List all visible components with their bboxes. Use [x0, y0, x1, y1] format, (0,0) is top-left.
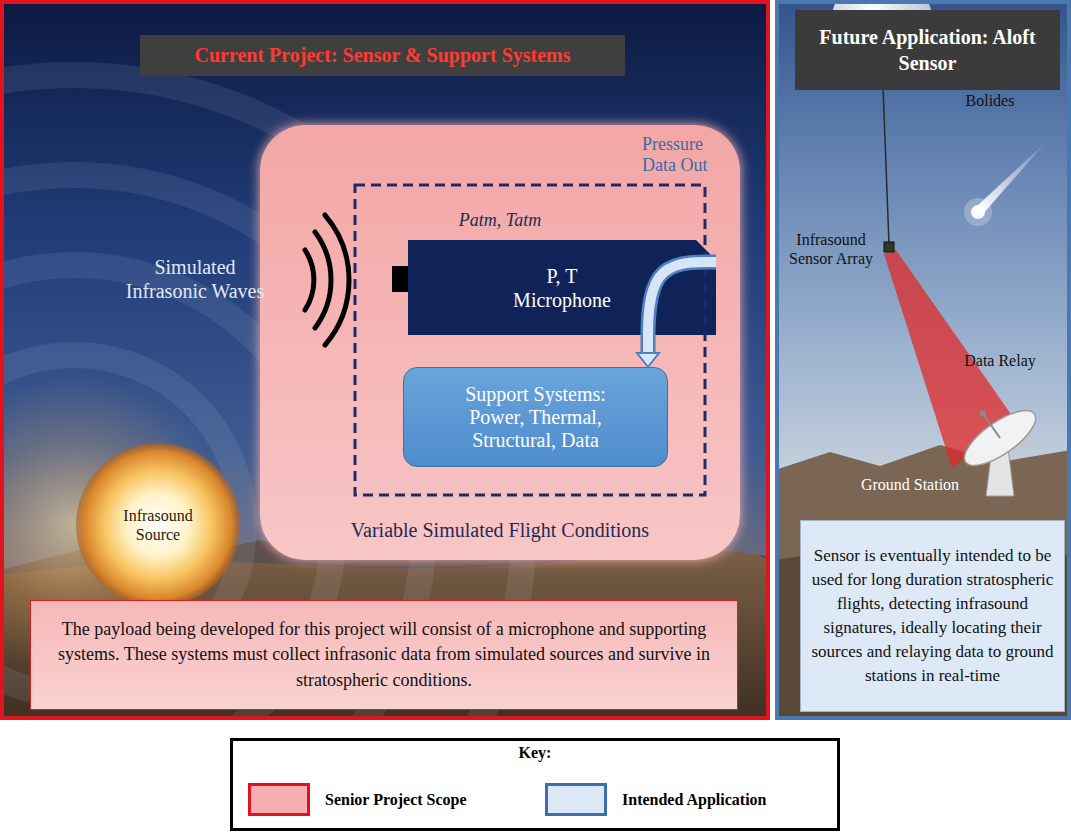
sensor-array	[884, 242, 894, 252]
support-systems-box: Support Systems: Power, Thermal, Structu…	[403, 367, 668, 467]
legend-row: Senior Project Scope	[248, 783, 467, 816]
wave-label: Simulated Infrasonic Waves	[112, 255, 278, 303]
source-label: Infrasound Source	[113, 506, 203, 544]
sensor-parameter: Patm, Tatm	[440, 210, 560, 231]
box-label: P, T Microphone	[506, 264, 618, 312]
chamber-caption: Variable Simulated Flight Conditions	[260, 519, 740, 542]
box-label: Support Systems: Power, Thermal, Structu…	[448, 383, 623, 452]
legend-swatch	[248, 783, 310, 816]
legend-label: Senior Project Scope	[325, 791, 467, 809]
figure-label: Bolides	[945, 92, 1035, 110]
infrasound-source: Infrasound Source	[4, 440, 312, 610]
figure-label: Ground Station	[850, 476, 970, 494]
figure-label: Data Relay	[955, 352, 1045, 370]
description-box: Sensor is eventually intended to be used…	[800, 520, 1065, 712]
day-sky	[775, 0, 1071, 720]
description-text: The payload being developed for this pro…	[43, 617, 725, 693]
legend-swatch	[545, 783, 607, 816]
microphone-body	[408, 240, 716, 335]
speaker-port	[392, 266, 408, 292]
figure-label: Infrasound Sensor Array	[786, 230, 876, 268]
legend-row: Intended Application	[545, 783, 766, 816]
microphone-box: P, T Microphone	[408, 240, 716, 335]
legend-label: Intended Application	[622, 791, 766, 809]
description-box: The payload being developed for this pro…	[30, 600, 738, 710]
panel-heading: Current Project: Sensor & Support System…	[140, 35, 625, 76]
legend-title: Key:	[230, 744, 840, 762]
bolide-glow	[964, 198, 992, 226]
source-sphere	[4, 440, 312, 610]
description-text: Sensor is eventually intended to be used…	[807, 544, 1058, 689]
satellite-dish	[947, 387, 1044, 475]
edge-label: Pressure Data Out	[642, 134, 737, 175]
panel-heading: Future Application: Aloft Sensor	[795, 10, 1060, 90]
sphere-outline	[76, 443, 240, 607]
microphone-outline	[408, 240, 716, 335]
mountains	[775, 445, 1071, 720]
